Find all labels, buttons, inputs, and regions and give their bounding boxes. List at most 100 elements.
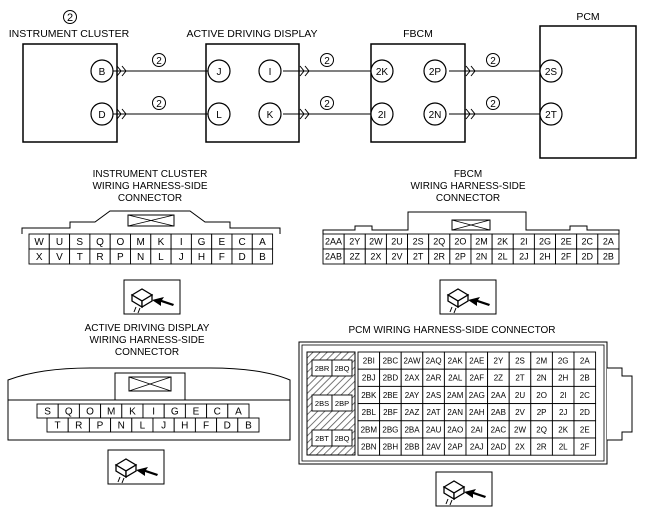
fbcm-pin-label: 2F: [561, 252, 572, 262]
terminal-circle-fbcm-right-top: [423, 59, 447, 83]
ic-pin-label: R: [96, 252, 103, 263]
ic-pin-label: P: [117, 252, 124, 263]
wire-mark-label: 2: [156, 56, 162, 67]
pcm-pin-label: 2O: [536, 391, 547, 400]
add-pin-label: K: [129, 407, 136, 418]
pcm-pin-label: 2AF: [469, 374, 484, 383]
terminal-circle-ic-bottom: [90, 102, 114, 126]
pcm-pin-label: 2AL: [448, 374, 463, 383]
add-probe-icon: [107, 449, 165, 485]
terminal-circle-pcm-bottom: [539, 102, 563, 126]
terminal-circle-fbcm-right-bottom: [423, 102, 447, 126]
pcm-pin-label: 2BN: [361, 442, 377, 451]
pcm-pin-label: 2AN: [447, 408, 463, 417]
pcm-pin-label: 2AK: [448, 356, 464, 365]
terminal-circle-add-right-bottom: [258, 102, 282, 126]
pcm-label: PCM: [576, 11, 599, 23]
fbcm-probe-icon: [439, 279, 497, 315]
fbcm-pin-label: 2AA: [325, 237, 342, 247]
ic-connector-title-3: CONNECTOR: [118, 193, 182, 204]
pcm-pin-label: 2AO: [447, 425, 463, 434]
add-pin-cell: [237, 417, 260, 433]
pcm-pin-label: 2AZ: [405, 408, 420, 417]
pcm-pin-label: 2T: [515, 374, 524, 383]
pcm-pin-label: 2AY: [405, 391, 420, 400]
pcm-pin-label: 2AA: [491, 391, 507, 400]
fbcm-pin-cell: [597, 248, 620, 265]
add-pin-label: F: [203, 421, 209, 432]
pcm-connector-title: PCM WIRING HARNESS-SIDE CONNECTOR: [348, 325, 555, 336]
connector-chevron: [470, 108, 476, 120]
pcm-pin-label: 2BJ: [362, 374, 376, 383]
fbcm-connector-title-1: FBCM: [454, 169, 482, 180]
pcm-left-pin-label: 2BQ: [334, 364, 349, 373]
pcm-pin-label: 2BD: [383, 374, 399, 383]
ic-lock-cross-2: [127, 214, 175, 227]
wire-mark-ring: [152, 96, 166, 110]
wire-mark-ring: [486, 53, 500, 67]
connector-chevron: [299, 108, 305, 120]
terminal-label-add-left-top: J: [217, 67, 222, 78]
terminal-label-fbcm-right-bottom: 2N: [429, 110, 442, 121]
pcm-pin-label: 2BF: [383, 408, 398, 417]
fbcm-pin-label: 2N: [476, 252, 488, 262]
wire-mark-label: 2: [156, 99, 162, 110]
fbcm-pin-label: 2Y: [349, 237, 360, 247]
pcm-pin-label: 2AW: [403, 356, 420, 365]
add-pin-label: O: [86, 407, 94, 418]
fbcm-pin-label: 2G: [539, 237, 551, 247]
ic-pin-label: S: [76, 237, 83, 248]
pcm-pin-label: 2D: [580, 408, 590, 417]
pcm-pin-label: 2G: [558, 356, 569, 365]
terminal-label-fbcm-left-bottom: 2I: [378, 110, 386, 121]
pcm-pin-label: 2H: [558, 374, 568, 383]
pcm-pin-label: 2AB: [491, 408, 506, 417]
connector-chevron: [470, 65, 476, 77]
pcm-left-pin-label: 2BS: [315, 399, 329, 408]
fbcm-pin-label: 2X: [370, 252, 381, 262]
pcm-pin-label: 2AS: [426, 391, 441, 400]
circled-mark-ring: [63, 10, 77, 24]
ic-connector-title-1: INSTRUMENT CLUSTER: [93, 169, 208, 180]
pcm-pin-label: 2N: [536, 374, 546, 383]
ic-pin-label: E: [219, 237, 226, 248]
ic-pin-label: F: [219, 252, 225, 263]
pcm-pin-label: 2BB: [404, 442, 419, 451]
add-pin-label: P: [97, 421, 104, 432]
wire-mark-ring: [152, 53, 166, 67]
wire-mark-ring: [320, 96, 334, 110]
terminal-circle-fbcm-left-bottom: [370, 102, 394, 126]
add-pin-label: S: [44, 407, 51, 418]
pcm-probe-icon: [435, 471, 493, 507]
connector-chevrons: [116, 65, 476, 120]
pcm-pin-label: 2AT: [427, 408, 441, 417]
pcm-pin-label: 2U: [515, 391, 525, 400]
wire-mark-label: 2: [490, 56, 496, 67]
ic-pin-label: W: [34, 237, 44, 248]
connector-chevron: [116, 108, 122, 120]
fbcm-pin-label: 2Q: [433, 237, 445, 247]
ic-pin-label: H: [198, 252, 205, 263]
wire-mark-label: 2: [490, 99, 496, 110]
pcm-pin-label: 2BL: [362, 408, 377, 417]
connector-chevron: [465, 108, 471, 120]
fbcm-pin-label: 2R: [434, 252, 446, 262]
terminal-label-add-left-bottom: L: [216, 110, 222, 121]
pcm-pin-label: 2AI: [471, 425, 483, 434]
add-pin-label: D: [224, 421, 231, 432]
ic-pin-label: A: [259, 237, 266, 248]
fbcm-pin-label: 2S: [413, 237, 424, 247]
pcm-box: [539, 25, 637, 159]
ic-pin-label: B: [259, 252, 266, 263]
pcm-pin-label: 2AP: [448, 442, 463, 451]
add-connector-title-2: WIRING HARNESS-SIDE: [89, 335, 204, 346]
terminal-circle-pcm-top: [539, 59, 563, 83]
fbcm-connector-title-3: CONNECTOR: [436, 193, 500, 204]
terminal-label-pcm-top: 2S: [545, 67, 558, 78]
ic-probe-icon: [123, 279, 181, 315]
